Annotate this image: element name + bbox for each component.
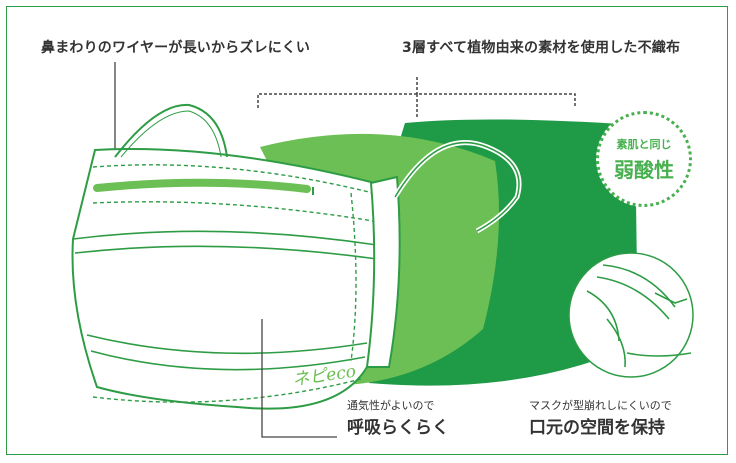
weak-acid-badge: 素肌と同じ 弱酸性 xyxy=(596,111,692,207)
layers-bracket xyxy=(257,77,576,119)
breath-big-text: 呼吸らくらく xyxy=(347,418,449,438)
mask-pleats xyxy=(72,230,378,371)
layers-callout: 3層すべて植物由来の素材を使用した不織布 xyxy=(402,40,681,56)
badge-small-text: 素肌と同じ xyxy=(616,137,672,151)
shape-small-text: マスクが型崩れしにくいので xyxy=(529,399,672,412)
inset-circle xyxy=(568,252,694,378)
inset-mask-drawing xyxy=(586,264,692,368)
illustration-frame: 鼻まわりのワイヤーが長いからズレにくい 3層すべて植物由来の素材を使用した不織布… xyxy=(6,6,728,455)
wire-callout: 鼻まわりのワイヤーが長いからズレにくい xyxy=(41,40,311,56)
breath-callout: 通気性がよいので 呼吸らくらく xyxy=(347,397,449,438)
breath-leader-line xyxy=(261,319,337,438)
nose-wire xyxy=(93,178,311,193)
side-binding xyxy=(365,175,401,368)
breath-small-text: 通気性がよいので xyxy=(347,399,435,412)
mask-stitching xyxy=(92,164,374,403)
mask-illustration xyxy=(71,62,694,438)
shape-callout: マスクが型崩れしにくいので 口元の空間を保持 xyxy=(529,397,672,438)
shape-big-text: 口元の空間を保持 xyxy=(529,418,665,438)
mask-front-body xyxy=(71,147,383,410)
badge-big-text: 弱酸性 xyxy=(614,157,674,182)
ear-loop-left xyxy=(114,103,228,158)
